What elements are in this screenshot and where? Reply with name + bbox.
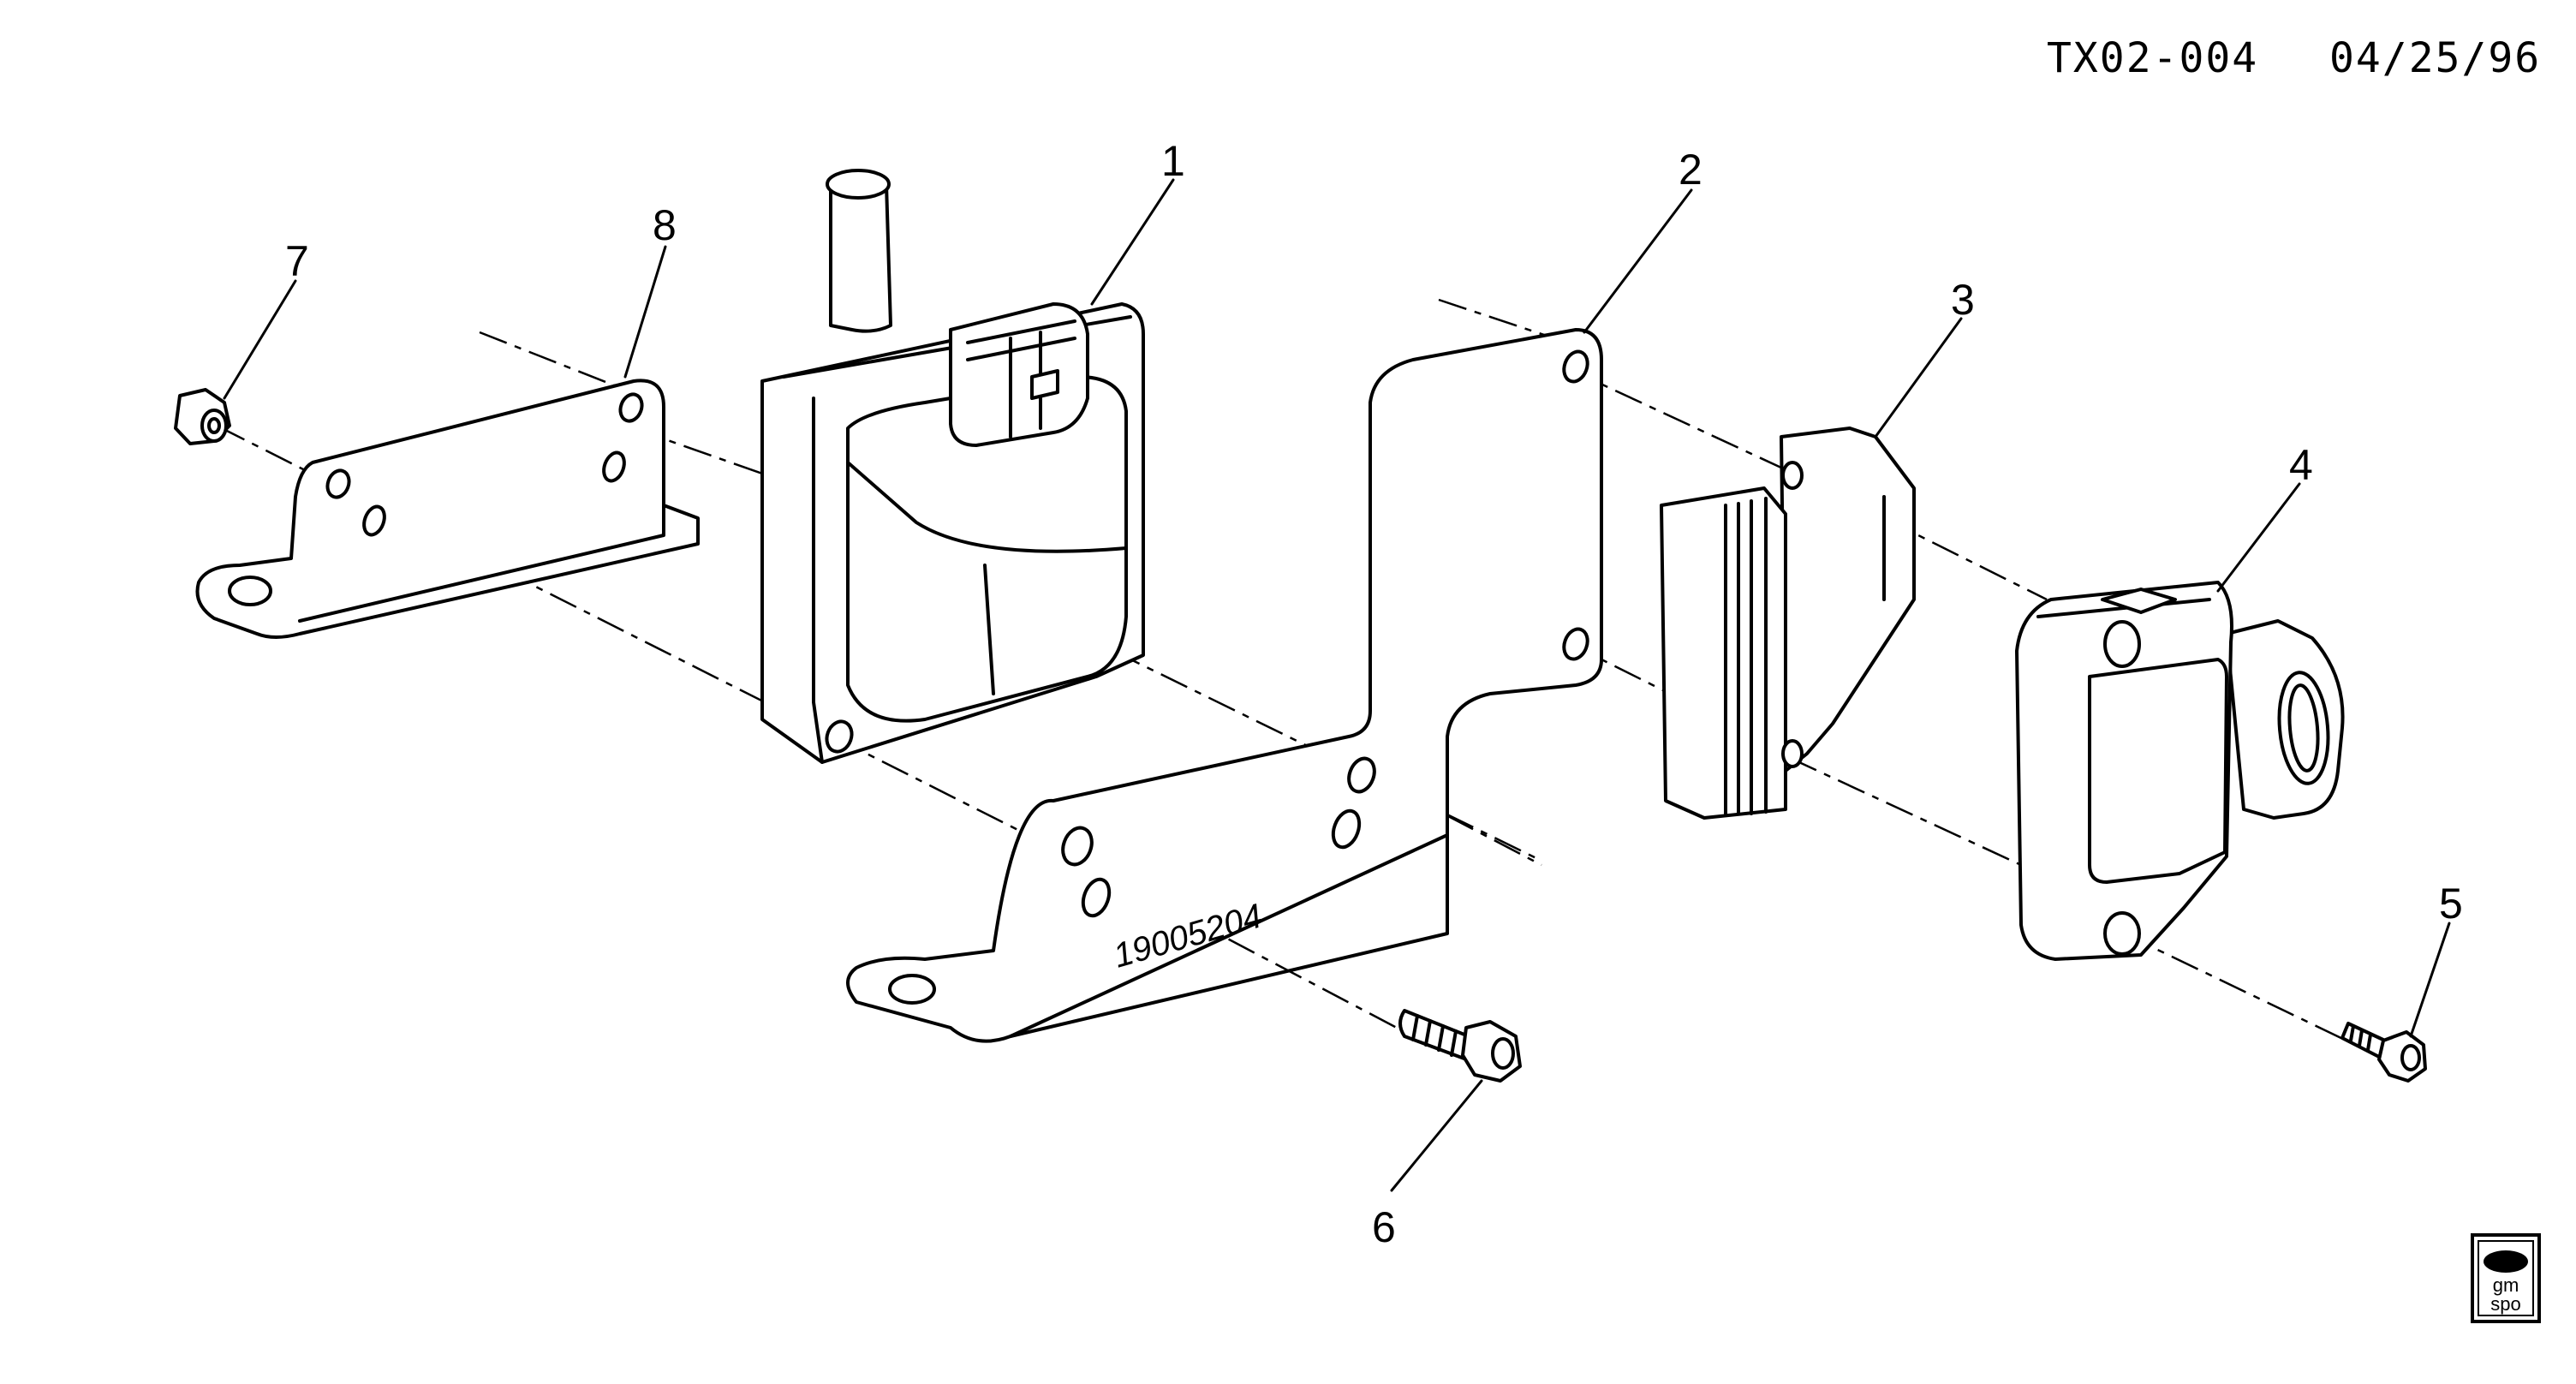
leader-lines [223,178,2451,1192]
small-screw [2340,1022,2427,1083]
callout-4: 4 [2289,441,2313,489]
callout-2: 2 [1679,146,1702,194]
callout-3: 3 [1951,276,1975,324]
svg-text:spo: spo [2490,1293,2520,1315]
ignition-control-module [2015,581,2345,961]
callout-8: 8 [653,201,677,249]
hex-nut [174,388,231,445]
diagram-date: 04/25/96 [2329,34,2541,82]
callout-5: 5 [2439,880,2463,928]
small-mounting-bracket [195,379,700,639]
svg-text:gm: gm [2493,1274,2519,1296]
gm-spo-logo: gm spo [2471,1233,2541,1323]
callout-7: 7 [285,237,309,285]
hex-bolt [1398,1009,1522,1083]
diagram-code: TX02-004 [2047,34,2258,82]
heat-sink [1660,427,1916,820]
ignition-coil [760,169,1145,764]
callout-1: 1 [1161,137,1185,185]
callout-6: 6 [1372,1203,1396,1251]
